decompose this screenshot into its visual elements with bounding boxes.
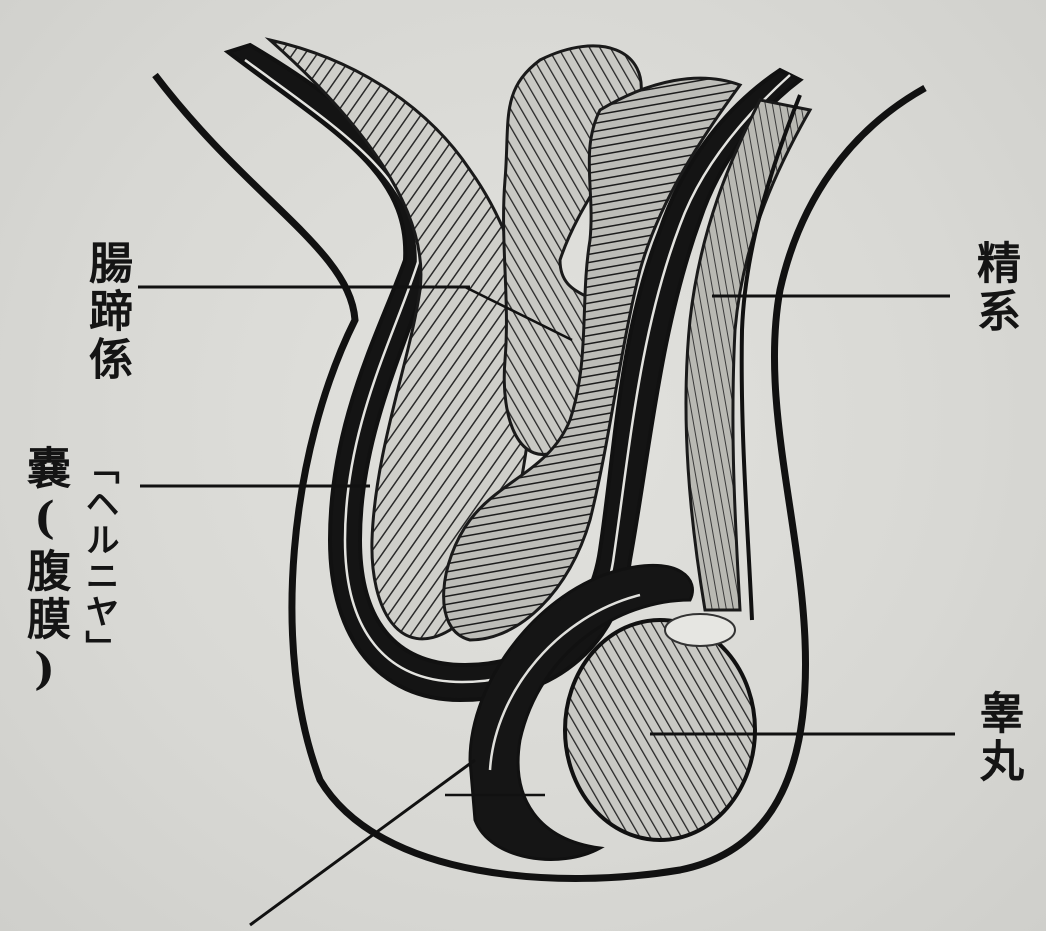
label-hernia-word: 「ヘルニヤ」 [82,450,116,666]
label-hernia-sac: 嚢(腹膜) [22,445,66,699]
label-testis: 睾丸 [975,690,1019,786]
label-spermatic-cord: 精系 [972,240,1016,336]
leader-line-lower [250,760,475,925]
testis-body [565,620,755,840]
label-intestinal-loop: 腸蹄係 [84,240,128,384]
epididymis-head [665,614,735,646]
